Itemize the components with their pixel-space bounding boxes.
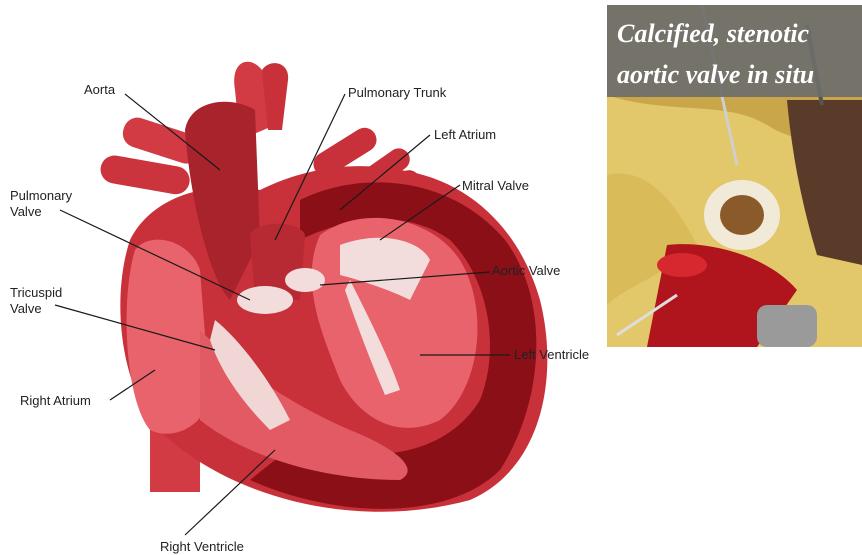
- label-tricuspid-valve: Tricuspid Valve: [10, 285, 62, 317]
- label-right-ventricle: Right Ventricle: [160, 539, 244, 555]
- label-left-ventricle: Left Ventricle: [514, 347, 589, 363]
- label-aorta: Aorta: [84, 82, 115, 98]
- label-pulmonary-trunk: Pulmonary Trunk: [348, 85, 446, 101]
- label-pulmonary-valve: Pulmonary Valve: [10, 188, 72, 220]
- label-right-atrium: Right Atrium: [20, 393, 91, 409]
- surgical-photo: Calcified, stenotic aortic valve in situ: [607, 5, 862, 347]
- photo-caption-box: Calcified, stenotic aortic valve in situ: [607, 5, 862, 97]
- caption-line-1: Calcified, stenotic: [617, 19, 862, 49]
- label-aortic-valve: Aortic Valve: [492, 263, 560, 279]
- label-mitral-valve: Mitral Valve: [462, 178, 529, 194]
- caption-line-2: aortic valve in situ: [617, 60, 862, 90]
- label-left-atrium: Left Atrium: [434, 127, 496, 143]
